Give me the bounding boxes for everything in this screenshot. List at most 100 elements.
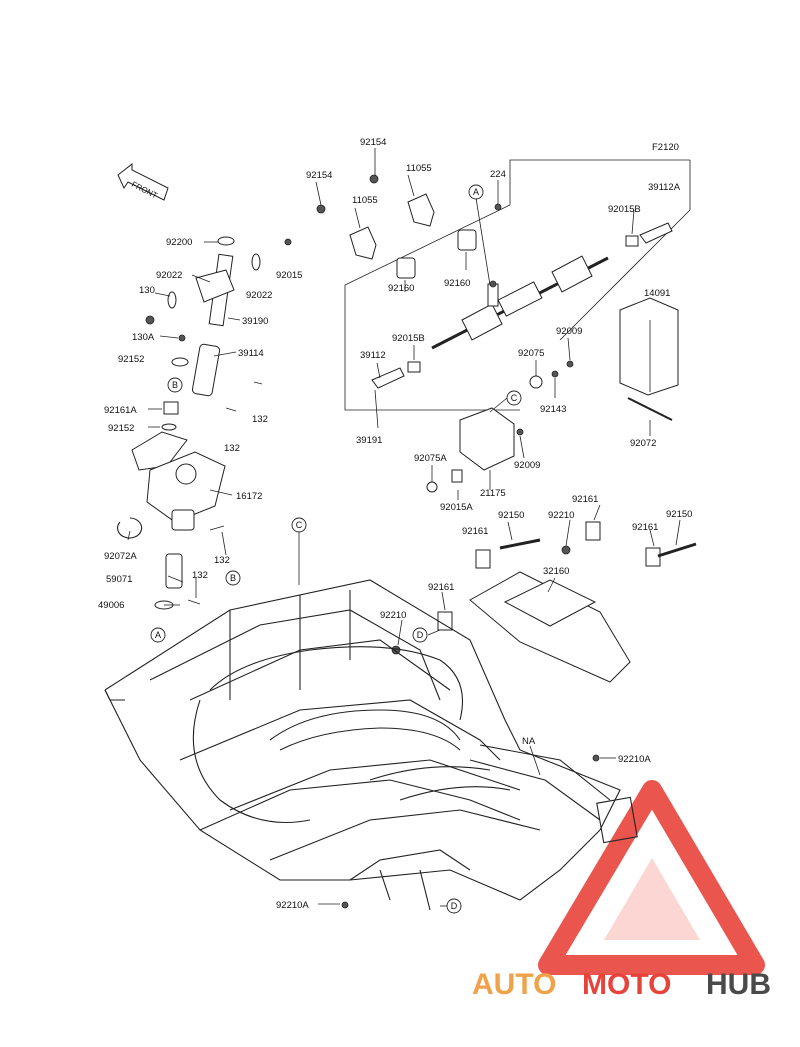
grommet-92075A <box>426 481 438 493</box>
bracket-11055-right <box>407 193 435 227</box>
label-92210A: 92210A <box>618 754 651 765</box>
tie-rod-end-39112A <box>639 222 673 244</box>
bushing-92161-a <box>475 549 491 569</box>
label-92161: 92161 <box>462 526 488 537</box>
controller-21175 <box>459 407 515 471</box>
svg-text:A: A <box>155 630 161 640</box>
bolt-130 <box>154 292 171 297</box>
label-130A: 130A <box>132 332 155 343</box>
label-92150: 92150 <box>666 509 692 520</box>
callout-D-bottom: D <box>446 898 462 914</box>
callout-C-right: C <box>506 390 522 406</box>
label-132: 132 <box>192 570 208 581</box>
label-92152: 92152 <box>108 423 134 434</box>
nut-92210-a <box>561 545 571 555</box>
label-92210: 92210 <box>380 610 406 621</box>
label-92154: 92154 <box>360 137 386 148</box>
bolt-130A <box>145 315 155 325</box>
label-92015A: 92015A <box>440 502 473 513</box>
svg-text:D: D <box>417 630 424 640</box>
callout-A-top: A <box>468 184 484 200</box>
label-92022: 92022 <box>156 270 182 281</box>
label-39112A: 39112A <box>648 182 681 193</box>
label-59071: 59071 <box>106 574 132 585</box>
bolt-92210A-bottom <box>341 901 349 909</box>
watermark-text: AUTO MOTO HUB <box>472 968 771 1001</box>
label-92161: 92161 <box>572 494 598 505</box>
label-92154: 92154 <box>306 170 332 181</box>
tie-rod-end-39112 <box>371 367 405 389</box>
washer-92075 <box>529 375 543 389</box>
label-16172: 16172 <box>236 491 262 502</box>
bolt-132-d <box>187 599 201 605</box>
bolt-132-c <box>209 525 225 531</box>
steering-shaft-39190 <box>195 253 235 327</box>
label-132: 132 <box>214 555 230 566</box>
callout-A-left: A <box>150 627 166 643</box>
label-11055: 11055 <box>352 195 378 206</box>
rubber-mount-92160-right <box>457 229 477 251</box>
svg-text:C: C <box>511 393 518 403</box>
watermark-logo-icon <box>538 780 765 975</box>
label-92161: 92161 <box>428 582 454 593</box>
label-132: 132 <box>252 414 268 425</box>
nut-92143 <box>551 370 559 378</box>
callout-B-top: B <box>167 377 183 393</box>
guard-32160 <box>469 571 631 683</box>
svg-text:MOTO: MOTO <box>582 968 671 1001</box>
svg-text:C: C <box>296 520 303 530</box>
label-14091: 14091 <box>644 288 670 299</box>
svg-text:AUTO: AUTO <box>472 968 556 1001</box>
label-92075: 92075 <box>518 348 544 359</box>
figure-code: F2120 <box>652 142 679 153</box>
label-32160: 32160 <box>543 566 569 577</box>
washer-92152-bottom <box>161 423 177 431</box>
band-92072 <box>627 397 673 421</box>
label-130: 130 <box>139 285 155 296</box>
label-11055: 11055 <box>406 163 432 174</box>
bolt-132-a <box>253 381 263 385</box>
bolt-92009-top <box>566 360 574 368</box>
svg-text:HUB: HUB <box>706 968 771 1001</box>
power-steering-unit-16172 <box>131 431 226 531</box>
part-labels: 92154 92154 11055 11055 224 39112A 92015… <box>98 137 692 911</box>
bolt-92150-left <box>499 538 541 550</box>
bolt-224 <box>494 203 502 211</box>
label-92160: 92160 <box>444 278 470 289</box>
label-92072A: 92072A <box>104 551 137 562</box>
washer-92022-left <box>167 291 177 309</box>
label-224: 224 <box>490 169 506 180</box>
front-arrow-icon: FRONT <box>117 162 169 201</box>
collar-92015A <box>451 469 463 483</box>
vehicle-frame <box>104 579 638 911</box>
callout-C-frame: C <box>291 517 307 533</box>
label-92072: 92072 <box>630 438 656 449</box>
bolt-92009-bottom <box>516 428 524 436</box>
label-92015B: 92015B <box>608 204 641 215</box>
bracket-11055-left <box>349 226 377 260</box>
bolt-92210A-rear <box>592 754 600 762</box>
label-39114: 39114 <box>238 348 264 359</box>
nut-92015B-right <box>625 235 639 247</box>
washer-92152-top <box>171 357 189 367</box>
rubber-mount-92160-left <box>396 257 416 279</box>
leader-lines <box>127 148 681 905</box>
label-21175: 21175 <box>480 488 506 499</box>
svg-text:A: A <box>473 187 479 197</box>
label-92161: 92161 <box>632 522 658 533</box>
washer-92200 <box>217 236 235 246</box>
bolt-92154-right <box>369 174 379 184</box>
washer-92022-right <box>251 253 261 271</box>
label-92152: 92152 <box>118 354 144 365</box>
bushing-92161A <box>163 401 179 415</box>
label-92200: 92200 <box>166 237 192 248</box>
label-NA: NA <box>522 736 536 747</box>
label-49006: 49006 <box>98 600 124 611</box>
nut-92015 <box>284 238 292 246</box>
label-39190: 39190 <box>242 316 268 327</box>
label-92160: 92160 <box>388 283 414 294</box>
label-92210A: 92210A <box>276 900 309 911</box>
circlip-92072A <box>117 517 143 539</box>
label-92009: 92009 <box>514 460 540 471</box>
svg-text:D: D <box>451 901 458 911</box>
